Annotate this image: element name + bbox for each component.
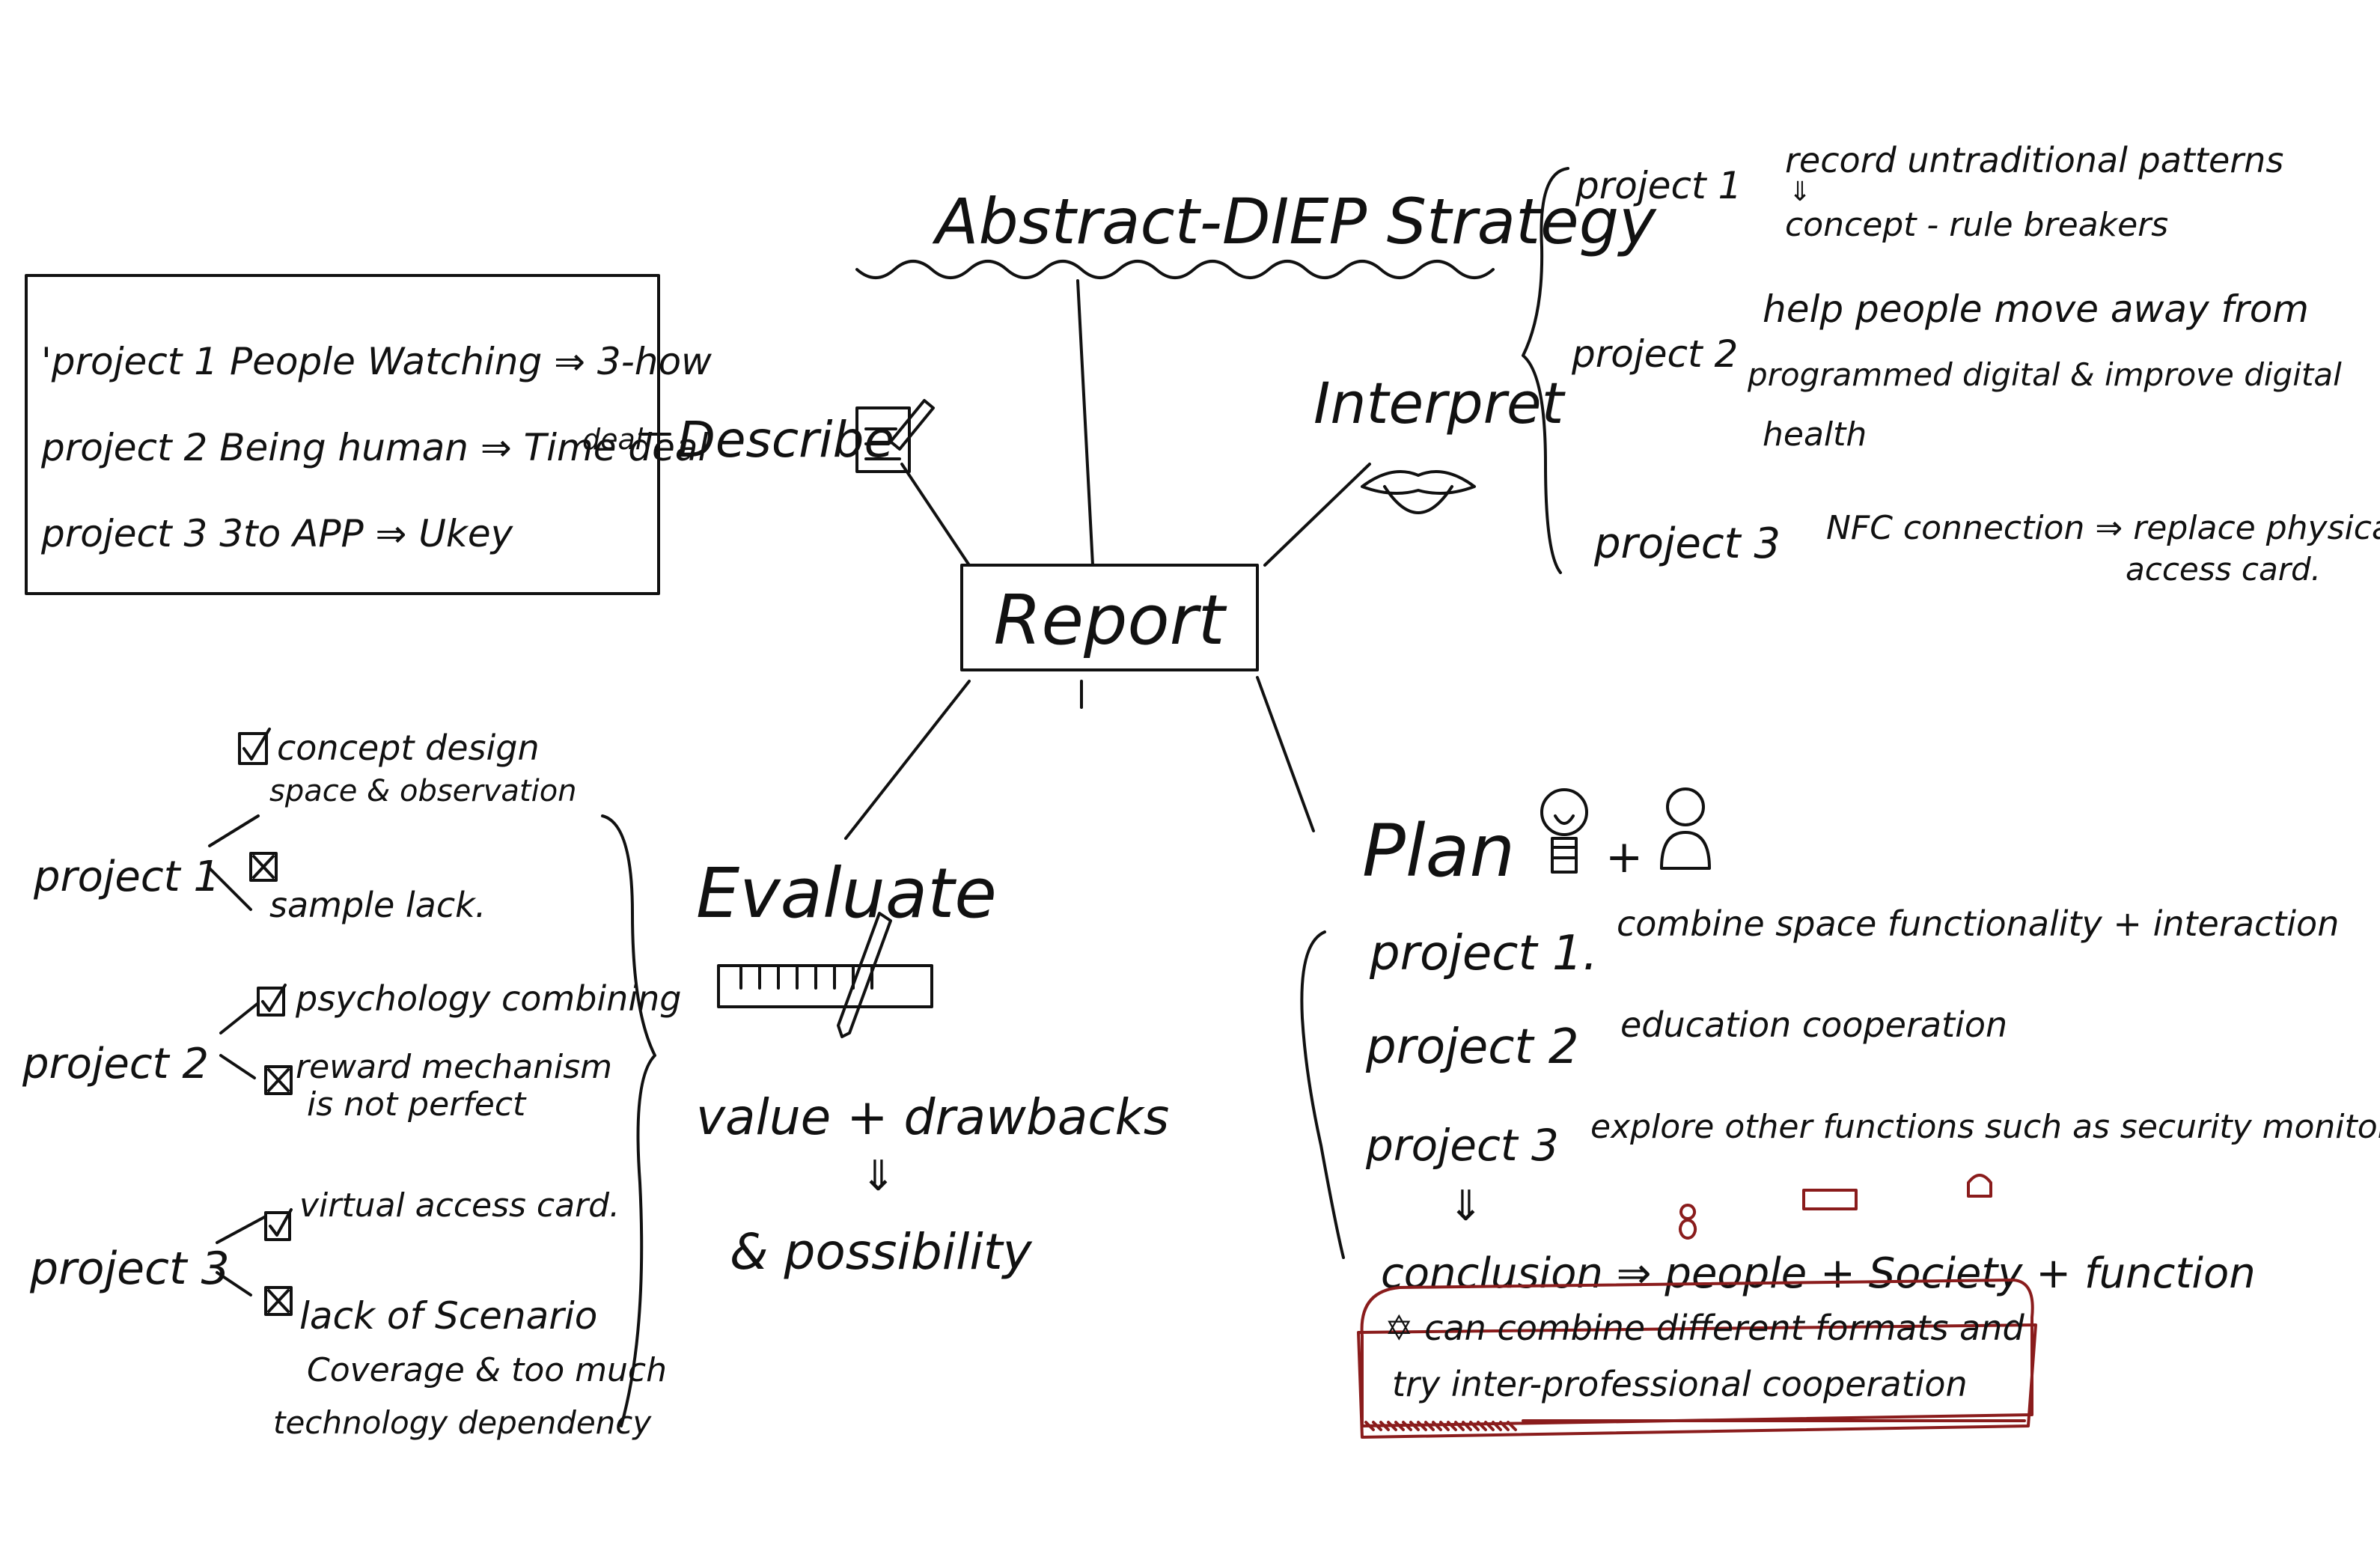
evaluate-arrow: ⇓ (861, 1152, 896, 1201)
plan-label: Plan (1362, 809, 1515, 893)
interpret-1-line-2: ⇓ (1789, 177, 1811, 207)
describe-box (25, 274, 660, 595)
evaluate-section: Evaluate value + drawbacks ⇓ & possibili… (22, 728, 1169, 1441)
interpret-1-line-3: concept - rule breakers (1785, 206, 2168, 244)
evaluate-3-bad-3: technology dependency (273, 1404, 652, 1441)
plan-section: Plan + project 1. combine space function… (1300, 787, 2380, 1439)
plan-2-text: education cooperation (1620, 1005, 2007, 1045)
interpret-2-line-3: health (1763, 415, 1867, 454)
plan-conclusion: conclusion ⇒ people + Society + function (1381, 1249, 2256, 1298)
evaluate-3-good-1: virtual access card. (299, 1186, 620, 1225)
lightbulb-icon (1540, 788, 1588, 874)
plan-red-marks (1679, 1174, 1992, 1240)
plan-highlight-line-2: try inter-professional cooperation (1392, 1364, 1968, 1404)
evaluate-2-good-1: psychology combining (295, 978, 681, 1019)
checkbox-checked-icon (257, 984, 287, 1017)
evaluate-2-bad-1: reward mechanism (296, 1048, 612, 1086)
checkbox-checked-icon (264, 1208, 293, 1241)
evaluate-2-bad-2: is not perfect (307, 1085, 527, 1124)
plan-3-text: explore other functions such as security… (1590, 1108, 2380, 1146)
describe-line-3: project 3 3to APP ⇒ Ukey (40, 512, 514, 555)
evaluate-3-bad-2: Coverage & too much (307, 1351, 667, 1389)
evaluate-1-good-2: space & observation (269, 774, 577, 808)
evaluate-project-2: project 2 (22, 1040, 209, 1088)
evaluate-3-branches (216, 1215, 267, 1296)
interpret-project-3: project 3 (1593, 519, 1781, 568)
evaluate-project-3: project 3 (29, 1243, 230, 1295)
interpret-1-line-1: record untraditional patterns (1785, 140, 2283, 180)
interpret-2-line-2: programmed digital & improve digital (1747, 356, 2342, 393)
connector-lines (638, 279, 1371, 840)
notepad-pencil-icon (855, 399, 935, 473)
plan-project-3: project 3 (1365, 1120, 1559, 1171)
center-label: Report (993, 580, 1227, 660)
interpret-3-line-2: access card. (2126, 551, 2321, 588)
interpret-project-2: project 2 (1571, 332, 1738, 376)
interpret-2-line-1: help people move away from (1763, 287, 2309, 331)
evaluate-2-branches (219, 1002, 260, 1079)
ruler-pencil-icon (717, 912, 933, 1038)
plan-arrow: ⇓ (1448, 1182, 1483, 1231)
describe-label: Describe (677, 411, 894, 469)
evaluate-3-bad-1: lack of Scenario (299, 1294, 597, 1338)
evaluate-possibility-line: & possibility (730, 1223, 1033, 1281)
checkbox-crossed-icon (249, 852, 278, 882)
evaluate-project-1: project 1 (33, 853, 220, 901)
interpret-section: Interpret project 1 record untraditional… (1313, 140, 2380, 588)
plan-project-2: project 2 (1365, 1020, 1579, 1075)
plan-brace (1300, 930, 1345, 1259)
center-node: Report (960, 564, 1259, 671)
lips-icon (1361, 470, 1476, 514)
evaluate-brace (601, 814, 656, 1427)
describe-line-2-suffix: deal (582, 423, 644, 456)
interpret-brace (1522, 167, 1569, 574)
plan-highlight-line-1: ✡ can combine different formats and (1385, 1308, 2024, 1348)
person-icon (1660, 787, 1711, 870)
describe-line-1: 'project 1 People Watching ⇒ 3-how (41, 340, 712, 383)
title-wavy-underline (855, 260, 1495, 279)
map-title: Abstract-DIEP Strategy (932, 185, 1657, 258)
plan-plus: + (1605, 831, 1643, 883)
evaluate-value-line: value + drawbacks (696, 1088, 1169, 1146)
checkbox-crossed-icon (264, 1286, 293, 1316)
interpret-project-1: project 1 (1575, 164, 1742, 207)
evaluate-label: Evaluate (696, 853, 997, 933)
plan-project-1: project 1. (1369, 926, 1598, 981)
evaluate-1-branches (208, 814, 260, 911)
evaluate-1-good-1: concept design (277, 728, 540, 768)
checkbox-checked-icon (238, 728, 271, 765)
title-group: Abstract-DIEP Strategy (855, 185, 1657, 279)
describe-section: 'project 1 People Watching ⇒ 3-how proje… (25, 274, 935, 595)
interpret-3-line-1: NFC connection ⇒ replace physical (1826, 509, 2380, 547)
evaluate-1-bad-1: sample lack. (269, 885, 486, 925)
checkbox-crossed-icon (264, 1065, 293, 1095)
interpret-label: Interpret (1313, 370, 1566, 436)
plan-highlight-box (1357, 1279, 2037, 1439)
plan-1-text: combine space functionality + interactio… (1617, 903, 2339, 944)
describe-line-2: project 2 Being human ⇒ Time deal (40, 426, 709, 469)
